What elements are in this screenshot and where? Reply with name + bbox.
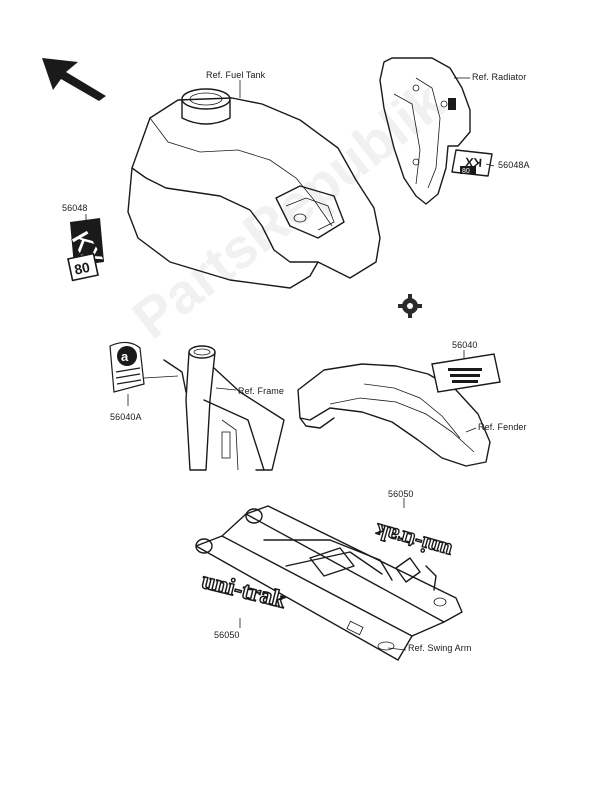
svg-text:80: 80 <box>73 259 92 278</box>
label-radiator: Ref. Radiator <box>472 72 527 82</box>
svg-text:uni-trak: uni-trak <box>199 568 289 614</box>
label-swing-arm: Ref. Swing Arm <box>408 643 472 653</box>
a-decal: a <box>109 341 145 393</box>
label-part-56050-top: 56050 <box>388 489 414 499</box>
radiator-shroud-drawing <box>379 57 471 205</box>
leader-lines <box>85 77 495 651</box>
direction-arrow-icon <box>42 58 106 101</box>
label-part-56040a: 56040A <box>110 412 142 422</box>
label-fuel-tank: Ref. Fuel Tank <box>206 70 266 80</box>
label-fender: Ref. Fender <box>478 422 527 432</box>
fuel-tank-drawing <box>127 88 381 289</box>
svg-text:KX: KX <box>465 155 483 170</box>
unitrak-decal-upper: uni-trak <box>371 518 455 565</box>
label-part-56048: 56048 <box>62 203 88 213</box>
swing-arm-drawing <box>195 505 463 661</box>
label-part-56050-bottom: 56050 <box>214 630 240 640</box>
fender-decal-sheet <box>431 353 501 393</box>
label-part-56048a: 56048A <box>498 160 530 170</box>
unitrak-decal-lower: uni-trak <box>198 567 289 615</box>
kx80-small-decal: KX 80 <box>451 149 493 177</box>
svg-text:a: a <box>121 349 129 364</box>
svg-text:uni-trak: uni-trak <box>372 518 455 564</box>
kx80-large-decal: KX 80 <box>65 218 110 282</box>
gear-icon <box>398 294 422 318</box>
frame-drawing <box>163 345 285 471</box>
label-part-56040: 56040 <box>452 340 478 350</box>
label-frame: Ref. Frame <box>238 386 285 396</box>
fender-drawing <box>297 363 491 467</box>
svg-text:80: 80 <box>462 168 470 175</box>
